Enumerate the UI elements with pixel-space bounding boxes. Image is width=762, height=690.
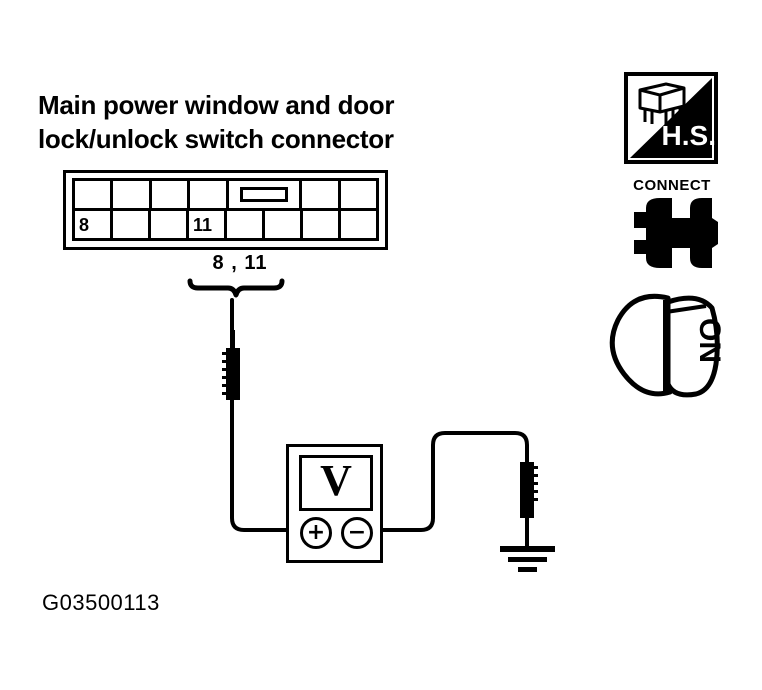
minus-icon: − xyxy=(347,520,367,545)
measured-pins-label: 8 , 11 xyxy=(212,252,268,274)
ground-symbol xyxy=(500,546,555,572)
connect-icon: CONNECT xyxy=(626,178,718,260)
page-title-line-1: Main power window and door xyxy=(38,90,395,120)
connector-cell-top-1 xyxy=(75,181,114,208)
connector-cell-bottom-2 xyxy=(113,211,151,238)
ignition-on-text: ON xyxy=(693,318,726,363)
test-probe-left xyxy=(222,330,240,400)
locking-tab-rectangle xyxy=(239,187,288,202)
multimeter: V + − xyxy=(286,444,383,563)
connector-cell-bottom-3 xyxy=(151,211,189,238)
connector-locking-tab-slot xyxy=(229,181,303,208)
figure-code: G03500113 xyxy=(42,590,160,615)
connector-cell-bottom-7 xyxy=(303,211,341,238)
multimeter-display: V xyxy=(299,455,373,511)
pin-group-brace xyxy=(187,278,285,298)
connector-cell-bottom-6 xyxy=(265,211,303,238)
connector-cell-top-4 xyxy=(190,181,229,208)
multimeter-display-value: V xyxy=(320,456,352,505)
multimeter-negative-terminal[interactable]: − xyxy=(341,517,373,549)
pin-label-11: 11 xyxy=(193,214,213,235)
plus-icon: + xyxy=(306,520,326,545)
test-lead-right-wire xyxy=(366,431,529,550)
connector-grid: 8 11 xyxy=(72,178,379,241)
pin-label-8: 8 xyxy=(79,214,90,235)
connect-label: CONNECT xyxy=(633,177,711,194)
connector-row-bottom: 8 11 xyxy=(75,211,376,238)
multimeter-positive-terminal[interactable]: + xyxy=(300,517,332,549)
connector-row-top xyxy=(75,181,376,211)
connector-cell-top-7 xyxy=(302,181,341,208)
connector-cell-top-3 xyxy=(152,181,191,208)
connector-cell-top-2 xyxy=(113,181,152,208)
connector-cell-bottom-4: 11 xyxy=(189,211,227,238)
hs-label: H.S. xyxy=(661,120,716,151)
ignition-switch-on-icon: ON xyxy=(609,293,726,398)
connector-cell-top-8 xyxy=(341,181,376,208)
connector-cell-bottom-8 xyxy=(341,211,376,238)
page-title-line-2: lock/unlock switch connector xyxy=(38,124,394,154)
connector-cell-bottom-1: 8 xyxy=(75,211,113,238)
connector-cell-bottom-5 xyxy=(227,211,265,238)
connector-diagram: 8 11 xyxy=(63,170,388,250)
page-title: Main power window and door lock/unlock s… xyxy=(38,88,478,156)
test-probe-right xyxy=(520,462,538,518)
